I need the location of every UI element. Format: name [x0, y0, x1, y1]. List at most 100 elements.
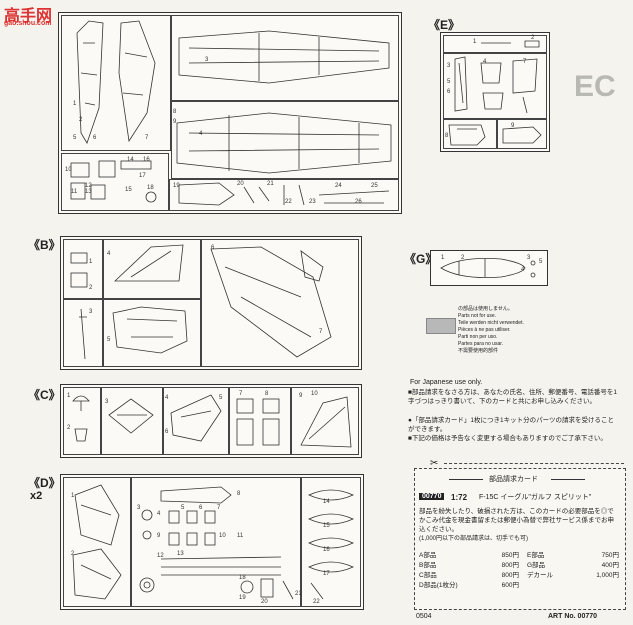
date-code: 0504	[416, 613, 432, 620]
part-number: 7	[319, 329, 323, 335]
part-number: 24	[335, 183, 342, 189]
part-number: 10	[311, 391, 318, 397]
sprue-e-cell-top	[443, 35, 547, 53]
japanese-note-item: ■下記の価格は予告なく変更する場合もありますのでご了承下さい。	[408, 435, 607, 442]
parts-not-used-swatch	[426, 318, 456, 334]
part-number: 7	[145, 135, 149, 141]
part-number: 2	[531, 35, 535, 41]
section-e-label: 《E》	[428, 18, 461, 32]
part-number: 10	[65, 167, 72, 173]
part-number: 9	[157, 533, 161, 539]
order-card-header: 部品請求カード	[489, 476, 538, 483]
parts-not-used-legend: の部品は使用しません。 Parts not for use. Teile wer…	[458, 306, 524, 355]
cut-line	[444, 463, 624, 464]
part-number: 3	[105, 399, 109, 405]
sprue-e-cell-left	[443, 119, 497, 149]
part-number: 20	[261, 599, 268, 605]
order-card: 部品請求カード 00770 1:72 F-15C イーグル"ガルフ スピリット"…	[414, 468, 626, 610]
order-card-header-rule	[449, 479, 483, 480]
section-d-label: 《D》	[28, 476, 61, 490]
part-number: 7	[239, 391, 243, 397]
part-number: 4	[483, 59, 487, 65]
part-number: 1	[89, 259, 93, 265]
product-name: F-15C イーグル"ガルフ スピリット"	[479, 494, 592, 501]
price-row: D部品(1枚分)600円	[419, 582, 519, 589]
japanese-note-item: ■部品請求をなさる方は、あなたの氏名、住所、郵便番号、電話番号を1字づつはっきり…	[408, 389, 618, 405]
sprue-b-cell-1	[63, 239, 103, 299]
sprue-a-drawing	[70, 20, 392, 206]
sprue-b-cell-2	[103, 239, 201, 299]
part-number: 25	[371, 183, 378, 189]
part-number: 3	[447, 63, 451, 69]
part-number: 9	[173, 119, 177, 125]
part-number: 3	[89, 309, 93, 315]
sprue-g-frame: 1 2 3 4 5	[430, 250, 548, 286]
part-number: 1	[73, 101, 77, 107]
part-number: 9	[299, 393, 303, 399]
part-number: 3	[137, 505, 141, 511]
sprue-b-cell-5	[201, 239, 359, 367]
part-number: 3	[205, 57, 209, 63]
part-number: 2	[71, 551, 75, 557]
part-number: 8	[237, 491, 241, 497]
part-number: 2	[67, 425, 71, 431]
part-number: 5	[539, 259, 543, 265]
watermark-url: gao.shou.com	[4, 20, 52, 27]
part-number: 2	[89, 285, 93, 291]
part-number: 1	[67, 393, 71, 399]
section-c-label: 《C》	[28, 388, 61, 402]
part-number: 5	[181, 505, 185, 511]
section-d-qty: x2	[30, 490, 43, 502]
part-number: 4	[521, 267, 525, 273]
legend-line: の部品は使用しません。	[458, 306, 513, 312]
sprue-e-frame: 1 2 3 4 5 6 7 8 9	[440, 32, 550, 152]
part-number: 22	[313, 599, 320, 605]
part-number: 18	[147, 185, 154, 191]
sprue-a-cell-fuselage-bottom	[171, 101, 399, 179]
part-number: 1	[71, 493, 75, 499]
sprue-c-cell-2	[101, 387, 163, 455]
part-number: 26	[355, 199, 362, 205]
scissors-icon: ✂	[430, 458, 439, 469]
part-number: 17	[323, 571, 330, 577]
part-number: 22	[285, 199, 292, 205]
part-number: 6	[93, 135, 97, 141]
sprue-b-frame: 1 2 3 4 5 6 7	[60, 236, 362, 370]
product-code-badge: 00770	[419, 493, 445, 500]
part-number: 7	[217, 505, 221, 511]
sprue-c-cell-3	[163, 387, 229, 455]
part-number: 7	[523, 59, 527, 65]
part-number: 18	[239, 575, 246, 581]
part-number: 2	[79, 117, 83, 123]
part-number: 13	[85, 189, 92, 195]
japanese-note-title: For Japanese use only.	[410, 379, 483, 386]
sprue-c-cell-4	[229, 387, 291, 455]
part-number: 12	[157, 553, 164, 559]
legend-line: Pièces à ne pas utiliser.	[458, 327, 511, 333]
part-number: 16	[143, 157, 150, 163]
sprue-e-cell-right	[497, 119, 547, 149]
sprue-a-cell-fuselage-top	[171, 15, 399, 101]
part-number: 23	[309, 199, 316, 205]
part-number: 5	[107, 337, 111, 343]
sprue-c-cell-1	[63, 387, 101, 455]
sprue-d-frame: 1 2 3 4 5 6 7 8 9 10 11 12 13 14 15 16 1…	[60, 474, 364, 610]
legend-line: Teile werden nicht verwendet.	[458, 320, 524, 326]
part-number: 6	[165, 429, 169, 435]
part-number: 11	[237, 533, 244, 539]
part-number: 8	[173, 109, 177, 115]
part-number: 5	[219, 395, 223, 401]
part-number: 6	[447, 89, 451, 95]
sprue-e-cell-mid	[443, 53, 547, 119]
legend-line: 不需要使用的部件	[458, 348, 499, 354]
sprue-g-drawing	[440, 258, 536, 278]
part-number: 5	[447, 79, 451, 85]
part-number: 9	[511, 123, 515, 129]
part-number: 4	[165, 395, 169, 401]
japanese-note-item: ●「部品請求カード」1枚につき1キット分のパーツの請求を受けることができます。	[408, 417, 615, 433]
